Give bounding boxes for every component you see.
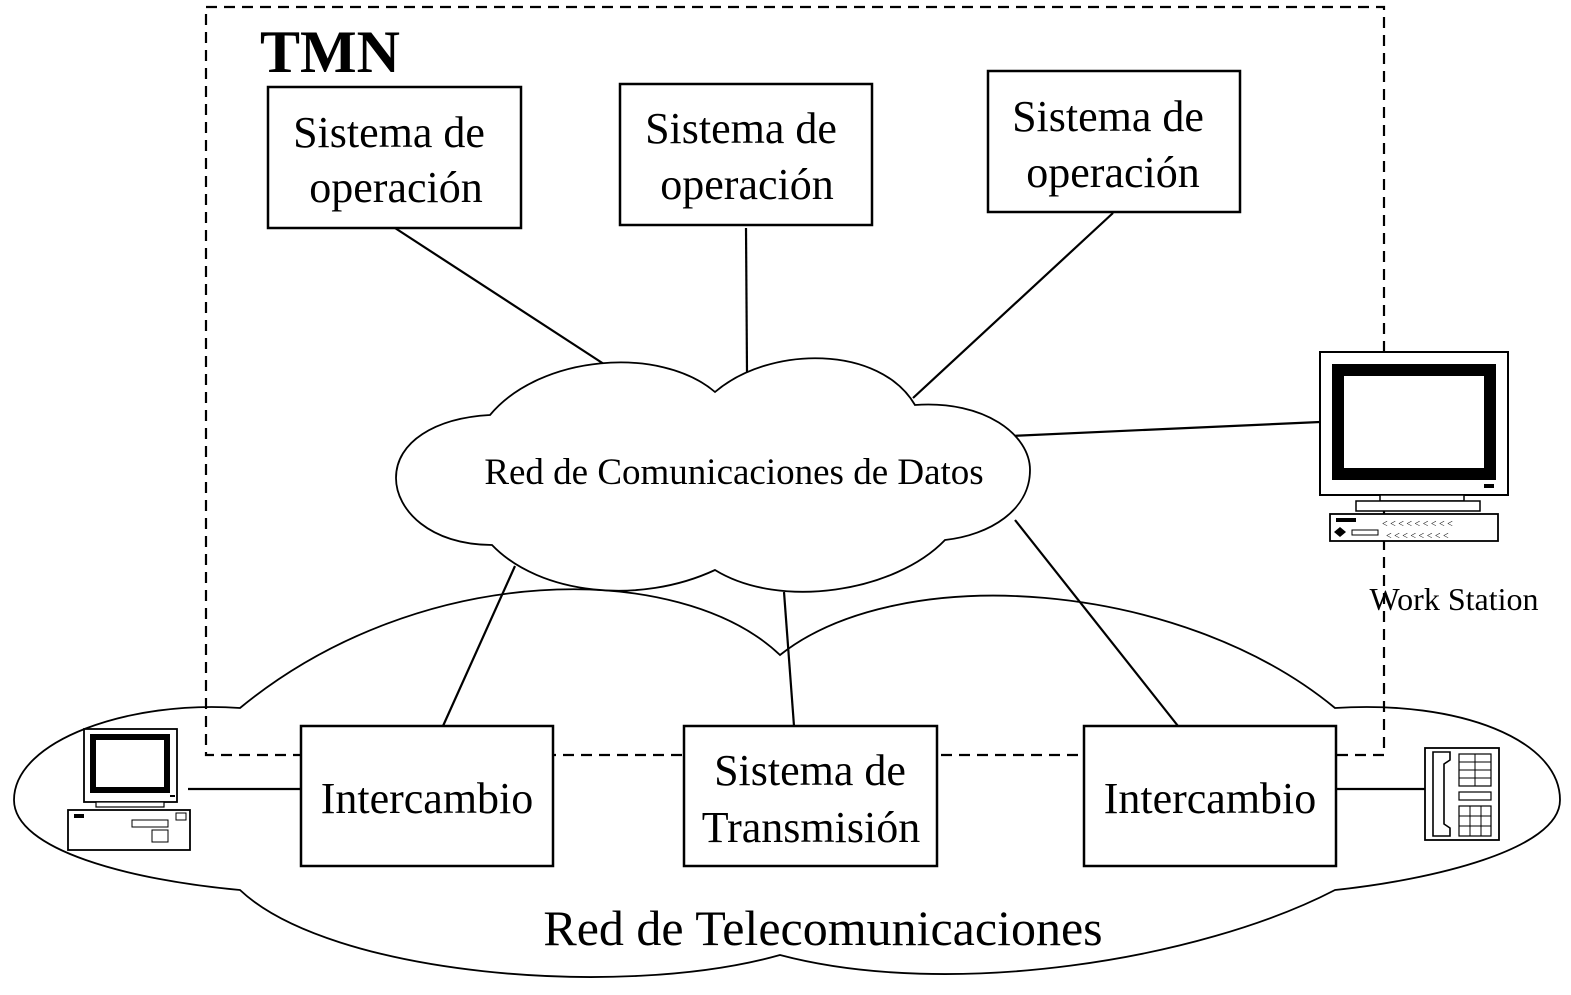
link-os3-dcn xyxy=(912,212,1114,399)
exchange-right: Intercambio xyxy=(1082,724,1338,868)
operation-system-2: Sistema de operación xyxy=(618,82,874,227)
operation-system-2-line1: Sistema de xyxy=(645,104,837,153)
transmission-system-line1: Sistema de xyxy=(714,746,906,795)
tmn-title: TMN xyxy=(260,19,400,85)
operation-system-1: Sistema de operación xyxy=(266,85,523,230)
link-dcn-workstation xyxy=(1009,420,1321,438)
link-dcn-exchange-right xyxy=(1014,519,1179,727)
operation-system-3: Sistema de operación xyxy=(986,69,1242,214)
exchange-left: Intercambio xyxy=(299,724,555,868)
operation-system-3-line1: Sistema de xyxy=(1012,92,1204,141)
dcn-cloud xyxy=(395,357,1031,593)
svg-text:< < < < < < < < <: < < < < < < < < < xyxy=(1382,519,1453,530)
workstation-label: Work Station xyxy=(1370,581,1539,617)
dcn-label: Red de Comunicaciones de Datos xyxy=(484,452,983,493)
operation-system-1-line1: Sistema de xyxy=(293,108,485,157)
exchange-right-label: Intercambio xyxy=(1104,774,1317,823)
operation-system-3-line2: operación xyxy=(1026,148,1199,197)
link-os1-dcn xyxy=(394,227,611,369)
transmission-system: Sistema de Transmisión xyxy=(682,724,939,868)
link-dcn-exchange-left xyxy=(441,565,517,727)
svg-text:< < < < < < < <: < < < < < < < < xyxy=(1386,531,1449,542)
desktop-computer-icon xyxy=(67,728,191,851)
link-dcn-transmission xyxy=(782,591,796,727)
operation-system-2-line2: operación xyxy=(660,160,833,209)
link-os2-dcn xyxy=(744,227,749,373)
workstation-icon: < < < < < < < < < < < < < < < < < xyxy=(1319,351,1509,542)
operation-system-1-line2: operación xyxy=(309,163,482,212)
telecom-network-label: Red de Telecomunicaciones xyxy=(543,900,1102,956)
connection-lines xyxy=(188,212,1425,791)
exchange-left-label: Intercambio xyxy=(321,774,534,823)
transmission-system-line2: Transmisión xyxy=(702,803,920,852)
telephone-icon xyxy=(1424,747,1500,841)
